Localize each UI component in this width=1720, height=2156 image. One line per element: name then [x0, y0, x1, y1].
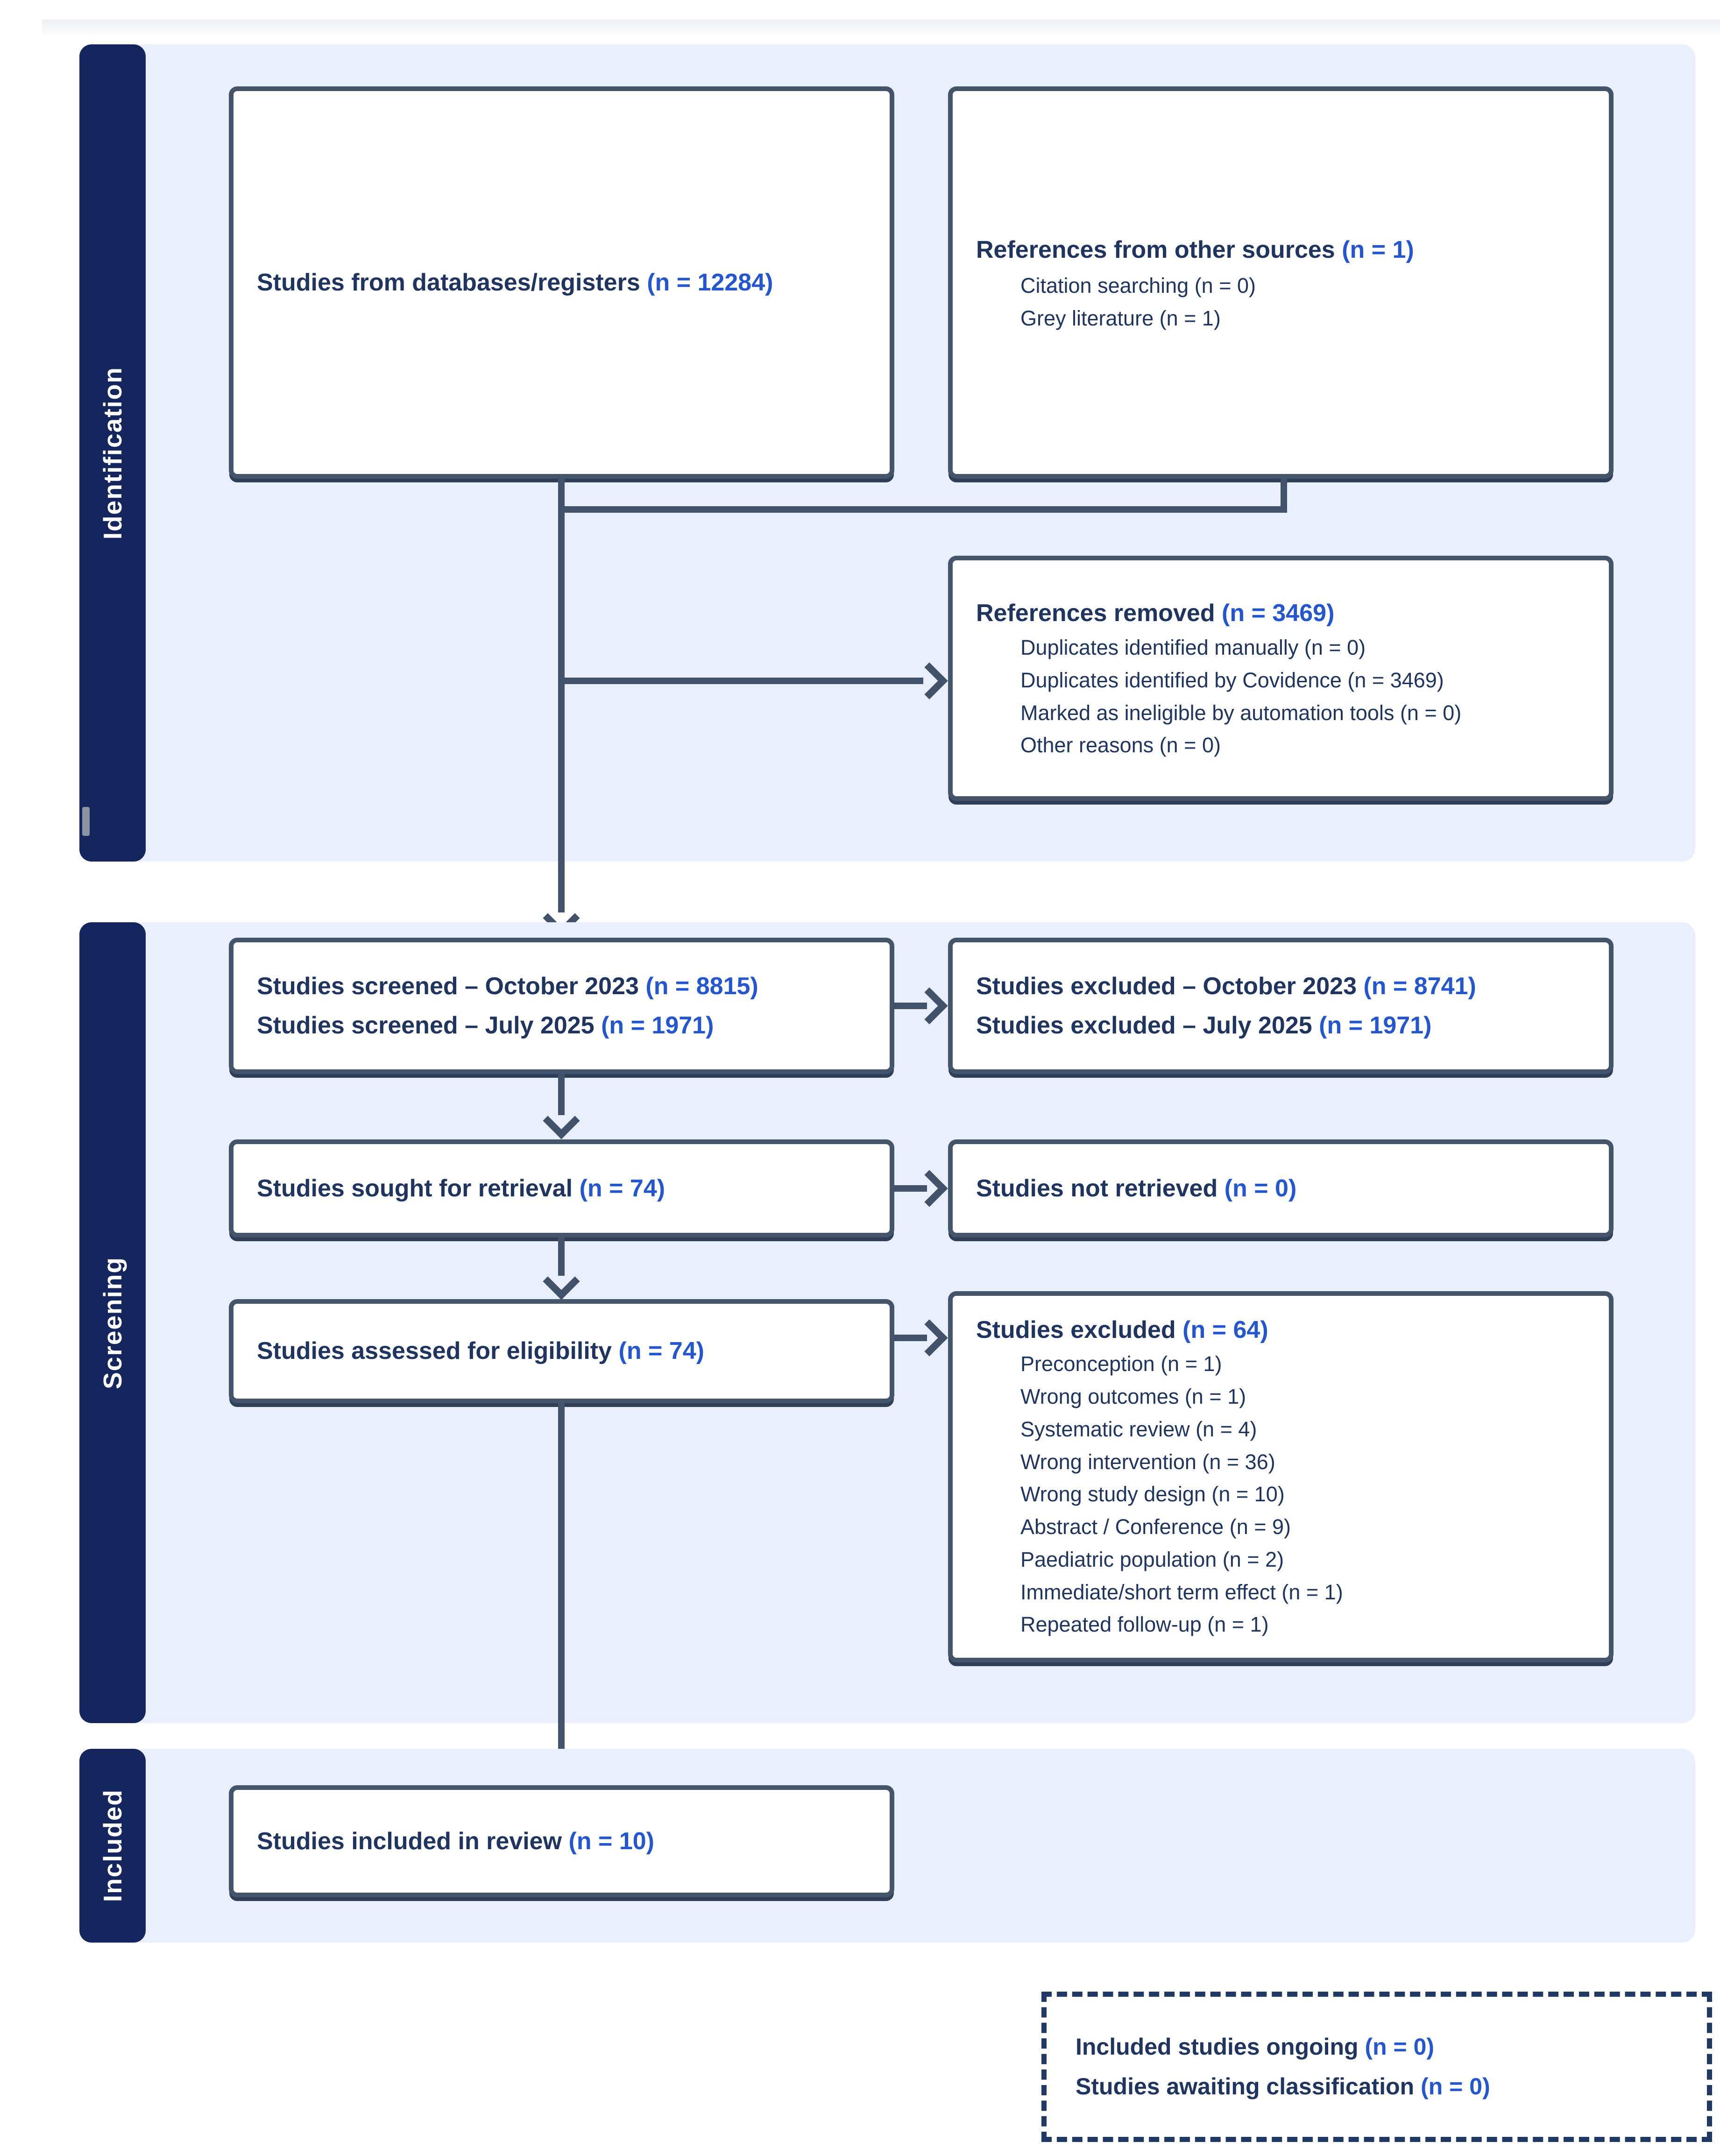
- arrow-sought-to-not-retrieved: [893, 1185, 927, 1192]
- count-value: (n = 1971): [601, 1012, 714, 1039]
- arrow-screened-to-sought: [558, 1073, 565, 1115]
- sub-item: Abstract / Conference (n = 9): [1020, 1515, 1291, 1539]
- count-value: (n = 0): [1365, 2034, 1435, 2060]
- arrow-assessed-to-included: [558, 1403, 565, 1762]
- count-value: (n = 10): [568, 1827, 655, 1855]
- sidebar-tick-mark: [82, 807, 90, 836]
- screening-sidebar: Screening: [79, 922, 146, 1723]
- connector-to-references-removed: [561, 678, 923, 684]
- box-line: Studies screened – July 2025 (n = 1971): [257, 1012, 714, 1039]
- sub-item: Wrong intervention (n = 36): [1020, 1449, 1275, 1474]
- box-line: Studies awaiting classification (n = 0): [1076, 2073, 1490, 2099]
- sub-item: Preconception (n = 1): [1020, 1352, 1222, 1376]
- count-value: (n = 64): [1182, 1316, 1268, 1343]
- identification-sidebar: Identification: [79, 44, 146, 862]
- box-references-removed: References removed (n = 3469) Duplicates…: [948, 556, 1614, 801]
- count-value: (n = 8815): [645, 972, 758, 1000]
- included-label: Included: [98, 1789, 127, 1902]
- sub-item: Duplicates identified by Covidence (n = …: [1020, 668, 1444, 692]
- included-sidebar: Included: [79, 1749, 146, 1943]
- box-line: Included studies ongoing (n = 0): [1076, 2034, 1435, 2060]
- count-value: (n = 1): [1342, 236, 1414, 264]
- box-title: References from other sources (n = 1): [976, 236, 1414, 264]
- box-line: Studies excluded – July 2025 (n = 1971): [976, 1012, 1432, 1039]
- sub-item: Repeated follow-up (n = 1): [1020, 1612, 1269, 1637]
- box-line: Studies screened – October 2023 (n = 881…: [257, 972, 758, 1000]
- sub-item: Citation searching (n = 0): [1020, 274, 1256, 298]
- sub-item: Marked as ineligible by automation tools…: [1020, 700, 1462, 725]
- box-studies-assessed: Studies assessed for eligibility (n = 74…: [229, 1299, 894, 1403]
- arrow-assessed-to-excluded-reasons: [893, 1335, 927, 1341]
- box-label: Studies not retrieved (n = 0): [976, 1174, 1297, 1202]
- sub-item: Grey literature (n = 1): [1020, 306, 1221, 331]
- box-studies-excluded-screening: Studies excluded – October 2023 (n = 874…: [948, 938, 1614, 1074]
- box-references-other-sources: References from other sources (n = 1) Ci…: [948, 86, 1614, 479]
- box-studies-sought: Studies sought for retrieval (n = 74): [229, 1139, 894, 1237]
- count-value: (n = 12284): [647, 269, 773, 296]
- identification-label: Identification: [98, 366, 127, 540]
- sub-item: Paediatric population (n = 2): [1020, 1547, 1284, 1571]
- box-studies-screened: Studies screened – October 2023 (n = 881…: [229, 938, 894, 1074]
- box-studies-excluded-reasons: Studies excluded (n = 64) Preconception …: [948, 1291, 1614, 1662]
- box-label: Studies included in review (n = 10): [257, 1827, 655, 1855]
- box-label: Studies from databases/registers (n = 12…: [257, 269, 773, 296]
- sub-item: Duplicates identified manually (n = 0): [1020, 636, 1366, 659]
- box-studies-from-databases: Studies from databases/registers (n = 12…: [229, 86, 894, 479]
- connector-horizontal-merge: [558, 506, 1287, 513]
- count-value: (n = 0): [1421, 2073, 1490, 2099]
- sub-item: Immediate/short term effect (n = 1): [1020, 1580, 1343, 1604]
- count-value: (n = 1971): [1319, 1012, 1432, 1039]
- sub-item: Wrong study design (n = 10): [1020, 1482, 1285, 1506]
- box-label: Studies sought for retrieval (n = 74): [257, 1174, 665, 1202]
- arrow-screened-to-excluded: [893, 1003, 927, 1009]
- screening-label: Screening: [98, 1256, 127, 1389]
- box-studies-included: Studies included in review (n = 10): [229, 1785, 894, 1897]
- connector-vertical-main: [558, 478, 565, 912]
- count-value: (n = 74): [579, 1174, 665, 1202]
- box-title: Studies excluded (n = 64): [976, 1316, 1268, 1343]
- top-edge-strip: [42, 20, 1720, 37]
- sub-item: Wrong outcomes (n = 1): [1020, 1385, 1246, 1409]
- box-studies-not-retrieved: Studies not retrieved (n = 0): [948, 1139, 1614, 1237]
- count-value: (n = 8741): [1363, 972, 1476, 1000]
- box-ongoing-awaiting: Included studies ongoing (n = 0) Studies…: [1041, 1992, 1712, 2142]
- connector-stub-other-sources: [1281, 478, 1287, 513]
- count-value: (n = 74): [618, 1337, 705, 1365]
- sub-item: Systematic review (n = 4): [1020, 1417, 1257, 1441]
- box-title: References removed (n = 3469): [976, 600, 1335, 627]
- arrow-sought-to-assessed: [558, 1237, 565, 1276]
- sub-item: Other reasons (n = 0): [1020, 733, 1221, 757]
- count-value: (n = 3469): [1222, 600, 1335, 627]
- box-line: Studies excluded – October 2023 (n = 874…: [976, 972, 1476, 1000]
- box-label: Studies assessed for eligibility (n = 74…: [257, 1337, 705, 1365]
- count-value: (n = 0): [1224, 1174, 1297, 1202]
